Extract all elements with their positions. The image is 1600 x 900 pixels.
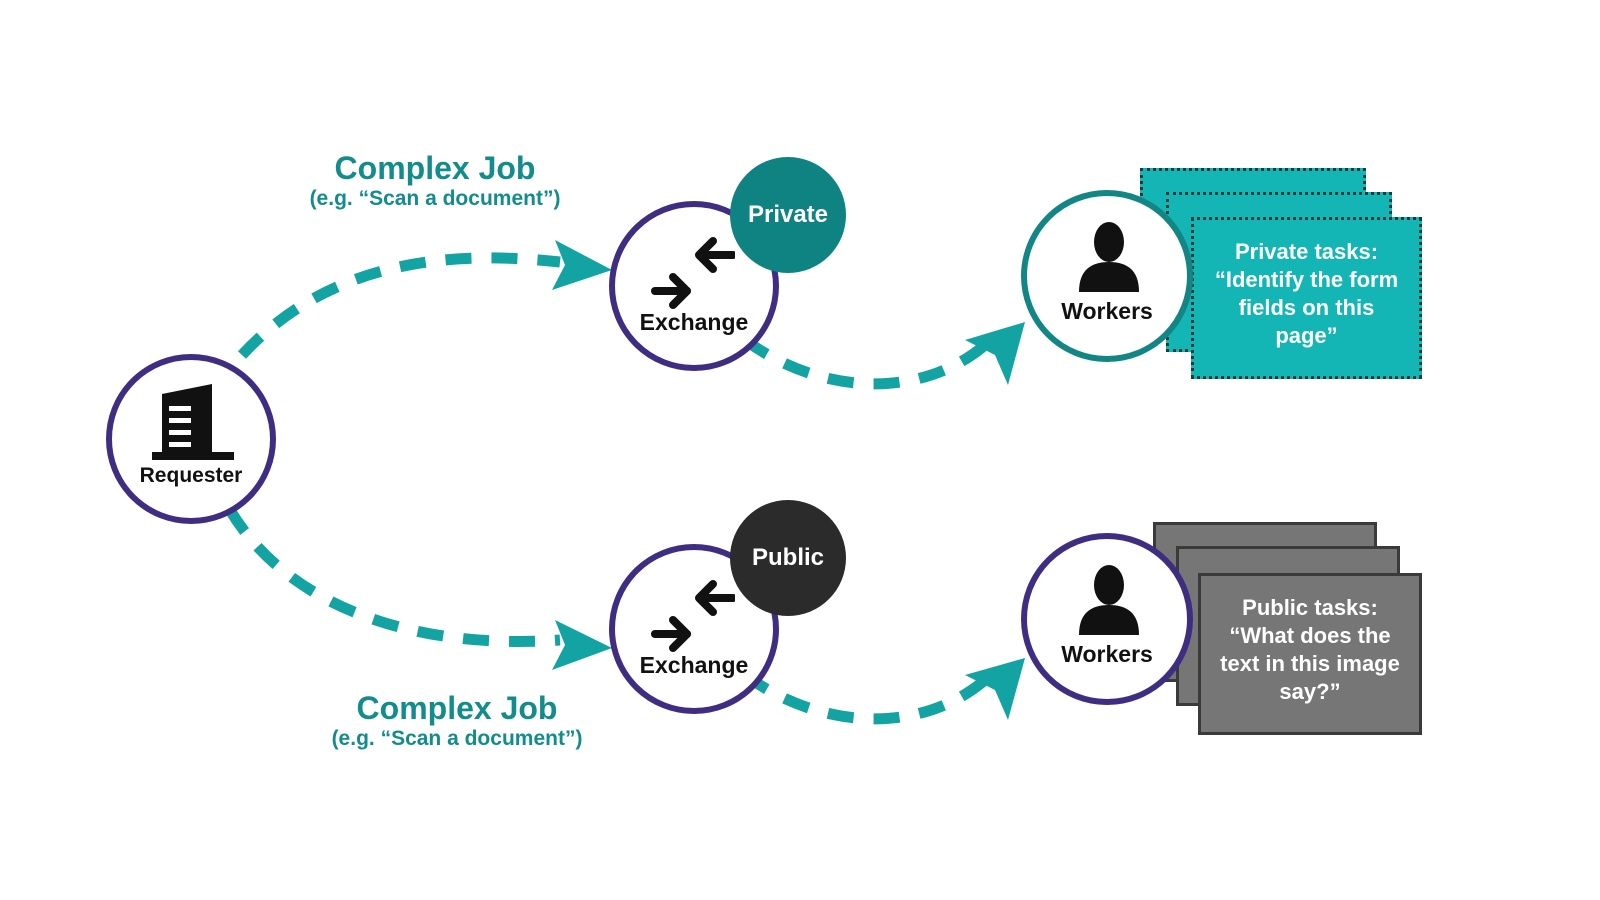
private-tasks-line2: “Identify the form bbox=[1214, 267, 1399, 292]
private-workers-label: Workers bbox=[1061, 298, 1153, 324]
public-tasks-line1: Public tasks: bbox=[1242, 595, 1378, 620]
private-task-card-front: Private tasks: “Identify the form fields… bbox=[1191, 217, 1422, 379]
arrowhead-bottom-workers bbox=[965, 658, 1025, 720]
arrow-public-exchange-to-workers bbox=[741, 670, 989, 725]
private-workers-node: Workers bbox=[1021, 190, 1193, 362]
arrow-requester-to-private-exchange bbox=[237, 252, 561, 359]
requester-node: Requester bbox=[106, 354, 276, 524]
top-job-title: Complex Job bbox=[334, 150, 536, 186]
exchange-arrows-icon bbox=[651, 235, 735, 311]
private-exchange-node: Exchange bbox=[609, 201, 779, 371]
private-tasks-text: Private tasks: “Identify the form fields… bbox=[1194, 238, 1419, 350]
bottom-job-label: Complex Job (e.g. “Scan a document”) bbox=[297, 690, 617, 752]
public-tasks-line3: text in this image bbox=[1220, 651, 1400, 676]
public-tasks-text: Public tasks: “What does the text in thi… bbox=[1201, 594, 1419, 706]
public-task-card-front: Public tasks: “What does the text in thi… bbox=[1198, 573, 1422, 735]
public-badge: Public bbox=[730, 500, 846, 616]
public-tasks-line4: say?” bbox=[1279, 679, 1341, 704]
arrowhead-bottom-exchange bbox=[552, 620, 612, 670]
arrowhead-top-workers bbox=[965, 322, 1025, 385]
public-exchange-node: Exchange bbox=[609, 544, 779, 714]
public-workers-label: Workers bbox=[1061, 641, 1153, 667]
arrow-requester-to-public-exchange bbox=[225, 507, 561, 647]
private-exchange-label: Exchange bbox=[639, 309, 749, 335]
building-icon bbox=[152, 382, 234, 460]
top-job-subtitle: (e.g. “Scan a document”) bbox=[309, 187, 561, 210]
bottom-job-title: Complex Job bbox=[356, 690, 558, 726]
private-tasks-line1: Private tasks: bbox=[1234, 239, 1379, 264]
bottom-job-subtitle: (e.g. “Scan a document”) bbox=[331, 727, 583, 750]
private-tasks-line4: page” bbox=[1275, 323, 1338, 348]
top-job-label: Complex Job (e.g. “Scan a document”) bbox=[275, 150, 595, 212]
public-tasks-line2: “What does the bbox=[1229, 623, 1391, 648]
private-badge: Private bbox=[730, 157, 846, 273]
private-tasks-line3: fields on this bbox=[1238, 295, 1375, 320]
public-exchange-label: Exchange bbox=[639, 652, 749, 678]
person-icon bbox=[1077, 563, 1141, 635]
requester-label: Requester bbox=[139, 464, 243, 487]
public-workers-node: Workers bbox=[1021, 533, 1193, 705]
arrowhead-top-exchange bbox=[552, 240, 612, 290]
arrow-private-exchange-to-workers bbox=[741, 335, 989, 390]
person-icon bbox=[1077, 220, 1141, 292]
exchange-arrows-icon bbox=[651, 578, 735, 654]
